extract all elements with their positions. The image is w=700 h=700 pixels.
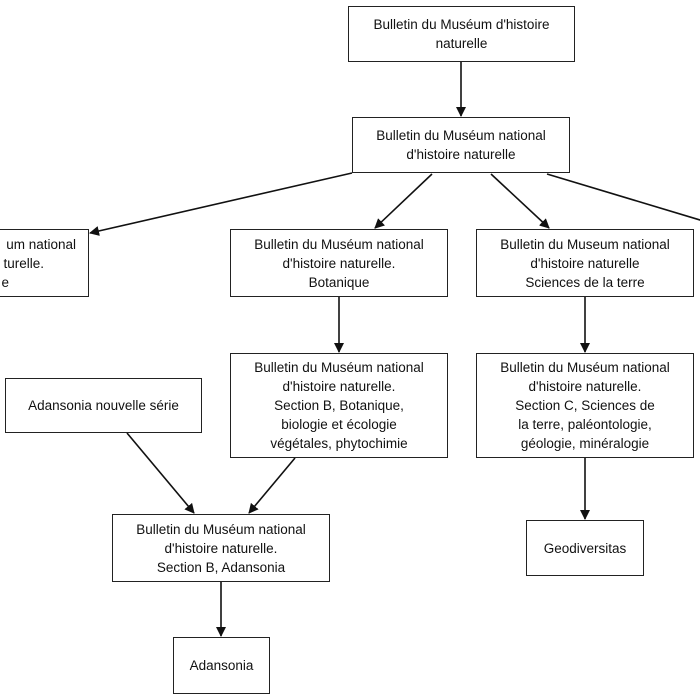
node-line: biologie et écologie (281, 417, 397, 432)
arrow-national-to-left (89, 172, 353, 236)
arrow-adansonia-nouvelle-to-section-b-adansonia (126, 432, 195, 514)
node-section-b-adansonia: Bulletin du Muséum national d'histoire n… (112, 514, 330, 582)
node-left-clipped-line: e (1, 275, 9, 290)
node-line: Bulletin du Muséum national (136, 521, 306, 537)
node-line: Bulletin du Muséum national (376, 128, 546, 143)
arrow-section-b-to-section-b-adansonia (248, 457, 296, 514)
node-line: Bulletin du Muséum national (500, 360, 670, 375)
node-line: d'histoire naturelle. (164, 540, 278, 556)
node-line: Geodiversitas (543, 540, 627, 556)
node-section-b-botanique: Bulletin du Muséum national d'histoire n… (230, 353, 448, 458)
node-line: Bulletin du Muséum national (254, 236, 424, 252)
node-line: Sciences de la terre (525, 274, 645, 290)
node-bulletin-national: Bulletin du Muséum national d'histoire n… (352, 117, 570, 173)
node-line: Bulletin du Museum national (500, 236, 670, 252)
node-line: d'histoire naturelle. (282, 255, 396, 271)
node-line: géologie, minéralogie (520, 436, 650, 451)
node-line: Bulletin du Muséum national (254, 360, 424, 375)
node-line: Bulletin du Muséum d'histoire (373, 17, 550, 32)
node-line: Adansonia (189, 658, 254, 673)
node-left-clipped (0, 229, 89, 297)
arrow-national-to-botanique (374, 173, 433, 229)
node-adansonia: Adansonia (173, 637, 270, 694)
node-line: d'histoire naturelle. (528, 379, 642, 394)
node-left-clipped-line: um national (6, 237, 76, 252)
node-line: Section B, Adansonia (156, 559, 286, 575)
node-line: Section C, Sciences de (515, 398, 655, 413)
node-line: Botanique (308, 274, 370, 290)
node-left-clipped-line: turelle. (3, 256, 44, 271)
node-line: la terre, paléontologie, (518, 417, 652, 432)
node-line: d'histoire naturelle. (282, 379, 396, 394)
node-adansonia-nouvelle-serie: Adansonia nouvelle série (5, 378, 202, 433)
node-botanique: Bulletin du Muséum national d'histoire n… (230, 229, 448, 297)
arrow-national-to-sciences (490, 173, 550, 229)
node-line: végétales, phytochimie (270, 436, 408, 451)
node-line: d'histoire naturelle (530, 255, 640, 271)
node-line: Section B, Botanique, (274, 398, 404, 413)
arrow-national-to-offscreen-right (546, 173, 700, 221)
node-line: Adansonia nouvelle série (28, 398, 179, 413)
node-geodiversitas: Geodiversitas (526, 520, 644, 576)
node-line: d'histoire naturelle (406, 147, 516, 162)
node-bulletin-histoire: Bulletin du Muséum d'histoire naturelle (348, 6, 575, 62)
node-line: naturelle (435, 36, 488, 51)
node-sciences-terre: Bulletin du Museum national d'histoire n… (476, 229, 694, 297)
node-section-c: Bulletin du Muséum national d'histoire n… (476, 353, 694, 458)
